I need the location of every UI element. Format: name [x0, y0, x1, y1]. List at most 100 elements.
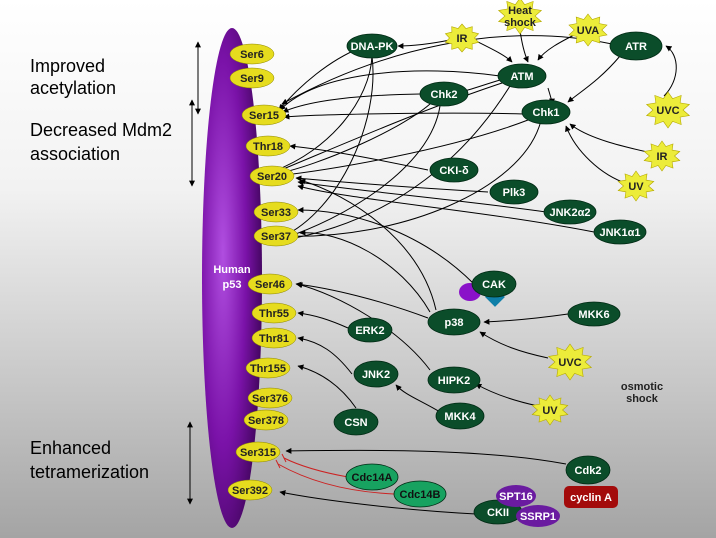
site-thr18: Thr18 — [245, 135, 291, 157]
site-shape — [253, 225, 299, 247]
kinase-cdk2: Cdk2 — [565, 455, 611, 485]
arrow-hipk2-ser46 — [296, 282, 431, 371]
kinase-label: CKII — [487, 507, 509, 519]
kinase-atm: ATM — [497, 63, 547, 89]
kinase-shape — [471, 270, 517, 298]
kinase-label: Chk2 — [431, 89, 458, 101]
arrow-atm-ser15 — [279, 70, 501, 111]
label-enhanced-1: Enhanced — [30, 438, 111, 458]
arrow-chk1-ser37 — [283, 123, 541, 240]
stimulus-ir-right: IR — [643, 140, 681, 172]
site-shape — [243, 409, 289, 431]
stimulus-label: UVC — [558, 357, 581, 369]
label-improved-2: acetylation — [30, 78, 116, 98]
kinase-label: ATM — [510, 71, 533, 83]
spt16-label: SPT16 — [499, 491, 533, 503]
arrow-atm-ser20 — [275, 81, 506, 173]
site-label: Ser46 — [255, 279, 285, 291]
stimulus-label: shock — [626, 393, 659, 405]
site-shape — [247, 387, 293, 409]
site-ser378: Ser378 — [243, 409, 289, 431]
kinase-atr: ATR — [609, 31, 663, 61]
kinase-label: ATR — [625, 41, 647, 53]
arrow-uvc-p38 — [479, 331, 549, 359]
site-label: Ser15 — [249, 110, 279, 122]
kinase-shape — [609, 31, 663, 61]
kinase-p38: p38 — [427, 308, 481, 336]
ssrp1-label: SSRP1 — [520, 511, 556, 523]
site-shape — [251, 327, 297, 349]
label-decreased-1: Decreased Mdm2 — [30, 120, 172, 140]
kinase-jnk2a2: JNK2α2 — [543, 199, 597, 225]
site-label: Thr155 — [250, 363, 286, 375]
arrow-dnapk-ser20 — [273, 55, 373, 172]
kinase-label: Plk3 — [503, 187, 526, 199]
site-label: Thr81 — [259, 333, 289, 345]
site-label: Ser392 — [232, 485, 268, 497]
inhibit-cdc14a-ser315 — [283, 457, 349, 478]
kinase-shape — [346, 33, 398, 59]
starburst-shape — [617, 170, 655, 202]
arrow-uv-hipk2 — [475, 383, 539, 407]
site-ser15: Ser15 — [241, 104, 287, 126]
stimulus-label: UV — [542, 405, 558, 417]
site-label: Thr18 — [253, 141, 283, 153]
site-label: Ser37 — [261, 231, 291, 243]
stimulus-uvc-top: UVC — [645, 91, 691, 129]
site-shape — [245, 357, 291, 379]
site-thr155: Thr155 — [245, 357, 291, 379]
arrow-jnk2-thr81 — [297, 336, 353, 375]
stimulus-uv-bottom: UV — [531, 394, 569, 426]
kinase-label: HIPK2 — [438, 375, 470, 387]
p53-protein-shape — [202, 28, 262, 528]
stimulus-label: IR — [457, 33, 468, 45]
site-shape — [253, 201, 299, 223]
arrow-uv-chk1 — [565, 125, 629, 185]
kinase-shape — [429, 157, 479, 183]
kinase-shape — [419, 81, 469, 107]
kinase-hipk2: HIPK2 — [427, 366, 481, 394]
kinase-ckid: CKI-δ — [429, 157, 479, 183]
phosphorylation-arrows — [273, 29, 677, 515]
stimulus-label: UV — [628, 181, 644, 193]
kinase-shape — [497, 63, 547, 89]
kinase-shape — [393, 480, 447, 508]
site-ser6: Ser6 — [229, 43, 275, 65]
kinase-plk3: Plk3 — [489, 179, 539, 205]
arrow-ckid-thr18 — [289, 143, 429, 171]
stimulus-ir-top: IR — [444, 23, 480, 53]
cyclin-a-label: cyclin A — [570, 492, 612, 504]
arrow-ckii-ser392 — [279, 490, 477, 515]
stimulus-uvc-mid: UVC — [547, 343, 593, 381]
kinase-shape — [593, 219, 647, 245]
kinase-shape — [427, 308, 481, 336]
starburst-shape — [547, 343, 593, 381]
arrow-chk2-ser37 — [283, 105, 441, 240]
site-shape — [251, 302, 297, 324]
site-shape — [245, 135, 291, 157]
arrow-ir-dnapk — [397, 39, 451, 49]
kinase-mkk4: MKK4 — [435, 402, 485, 430]
arrow-plk3-ser20 — [295, 175, 489, 193]
inhibit-cdc14b-ser315 — [277, 463, 395, 495]
starburst-shape — [645, 91, 691, 129]
site-label: Ser9 — [240, 73, 264, 85]
site-label: Ser6 — [240, 49, 264, 61]
site-shape — [241, 104, 287, 126]
starburst-shape — [444, 23, 480, 53]
kinase-chk1: Chk1 — [521, 99, 571, 125]
site-ser315: Ser315 — [235, 441, 281, 463]
site-ser20: Ser20 — [249, 165, 295, 187]
site-ser392: Ser392 — [227, 479, 273, 501]
kinase-label: CSN — [344, 417, 367, 429]
cyclin-a-shape — [564, 486, 618, 508]
kinase-shape — [543, 199, 597, 225]
kinase-label: CKI-δ — [439, 165, 469, 177]
arrow-p38-ser20 — [299, 178, 437, 311]
kinase-label: Cdk2 — [575, 465, 602, 477]
